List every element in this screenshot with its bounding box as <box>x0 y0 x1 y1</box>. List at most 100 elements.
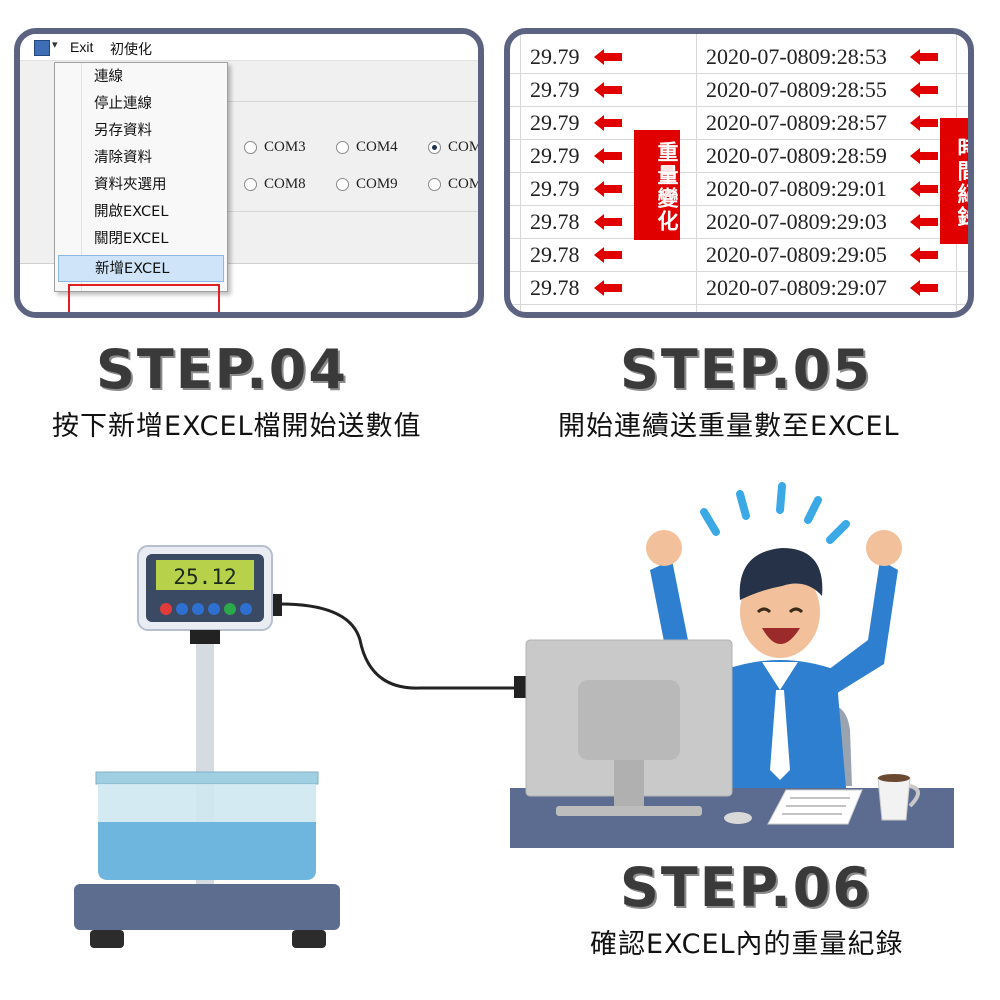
sheet-row: 29.79 2020-07-0809:28:57 <box>510 106 968 140</box>
menu-item-connect[interactable]: 連線 <box>94 69 123 85</box>
divider <box>210 211 478 212</box>
step5-title: STEP.05 <box>620 338 872 401</box>
radio-button[interactable] <box>244 141 257 154</box>
excel-sheet-screenshot: 29.79 2020-07-0809:28:53 29.79 2020-07-0809… <box>504 28 974 318</box>
red-arrow-icon <box>910 214 938 230</box>
chevron-down-icon[interactable]: ▾ <box>52 38 58 51</box>
red-arrow-icon <box>910 49 938 65</box>
red-arrow-icon <box>910 115 938 131</box>
step6-title: STEP.06 <box>620 856 872 919</box>
cable <box>279 602 520 690</box>
radio-label: COM <box>448 139 483 155</box>
timestamp-cell: 2020-07-0809:28:59 <box>706 143 887 168</box>
radio-label: COM3 <box>264 139 306 155</box>
menu-item-clear-data[interactable]: 清除資料 <box>94 150 152 166</box>
scale-display-value: 25.12 <box>173 565 236 589</box>
red-arrow-icon <box>910 181 938 197</box>
timestamp-cell: 2020-07-0809:28:57 <box>706 110 887 135</box>
water-tank <box>95 771 319 880</box>
red-arrow-icon <box>910 148 938 164</box>
timestamp-cell: 2020-07-0809:29:03 <box>706 209 887 234</box>
app-window-screenshot: ▾ Exit 初使化 2 COM3 COM4 COM 7 COM8 COM9 C… <box>14 28 484 318</box>
timestamp-cell: 2020-07-0809:29:05 <box>706 242 887 267</box>
sheet-row: 29.79 2020-07-0809:28:59 <box>510 139 968 173</box>
radio-com4[interactable]: COM4 <box>336 139 398 156</box>
app-icon[interactable] <box>34 40 50 56</box>
step5-desc: 開始連續送重量數至EXCEL <box>558 411 900 442</box>
pole-mount <box>190 630 220 644</box>
timestamp-cell: 2020-07-0809:28:55 <box>706 77 887 102</box>
weight-cell: 29.79 <box>530 44 580 69</box>
menu-item-stop-connect[interactable]: 停止連線 <box>94 96 152 112</box>
step4-desc: 按下新增EXCEL檔開始送數值 <box>52 411 422 442</box>
weight-cell: 29.79 <box>530 110 580 135</box>
menu-bar: ▾ Exit 初使化 <box>20 34 478 61</box>
red-arrow-icon <box>910 280 938 296</box>
menu-item-save-as[interactable]: 另存資料 <box>94 123 152 139</box>
weight-change-tag: 重量變化 <box>634 130 680 240</box>
red-arrow-icon <box>594 148 622 164</box>
radio-com-selected[interactable]: COM <box>428 139 483 156</box>
weight-cell: 29.78 <box>530 242 580 267</box>
grid-line <box>696 34 697 312</box>
time-record-tag: 時間紀錄 <box>940 118 968 244</box>
scale-foot <box>292 930 326 948</box>
red-arrow-icon <box>594 181 622 197</box>
radio-button[interactable] <box>428 178 441 191</box>
weight-cell: 29.79 <box>530 77 580 102</box>
radio-label: COM <box>448 176 483 192</box>
sheet-row: 29.78 2020-07-0809:29:05 <box>510 238 968 272</box>
radio-button-selected[interactable] <box>428 141 441 154</box>
radio-button[interactable] <box>336 141 349 154</box>
weight-cell: 29.78 <box>530 209 580 234</box>
red-arrow-icon <box>594 115 622 131</box>
red-arrow-icon <box>594 247 622 263</box>
cable-plug <box>272 594 282 616</box>
menu-exit[interactable]: Exit <box>70 39 94 55</box>
scale-platform <box>74 884 340 930</box>
sheet-row: 29.79 2020-07-0809:29:01 <box>510 172 968 206</box>
timestamp-cell: 2020-07-0809:29:01 <box>706 176 887 201</box>
cable-plug <box>514 676 526 698</box>
sheet-row: 29.79 2020-07-0809:28:53 <box>510 40 968 74</box>
radio-com3[interactable]: COM3 <box>244 139 306 156</box>
menu-item-new-excel[interactable]: 新增EXCEL <box>58 255 224 282</box>
coffee-mug <box>877 774 920 821</box>
menu-gutter <box>81 63 82 291</box>
radio-label: COM9 <box>356 176 398 192</box>
weight-cell: 29.79 <box>530 143 580 168</box>
red-arrow-icon <box>594 82 622 98</box>
weight-cell: 29.78 <box>530 275 580 300</box>
menu-item-open-excel[interactable]: 開啟EXCEL <box>94 204 169 220</box>
timestamp-cell: 2020-07-0809:29:07 <box>706 275 887 300</box>
illustration: 25.12 <box>74 482 954 948</box>
paper <box>767 789 863 825</box>
radio-label: COM8 <box>264 176 306 192</box>
radio-button[interactable] <box>244 178 257 191</box>
sheet-row: 29.79 2020-07-0809:28:55 <box>510 73 968 107</box>
menu-item-folder-select[interactable]: 資料夾選用 <box>94 177 167 193</box>
red-arrow-icon <box>594 49 622 65</box>
step4-title: STEP.04 <box>96 338 348 401</box>
dropdown-menu: 連線 停止連線 另存資料 清除資料 資料夾選用 開啟EXCEL 關閉EXCEL … <box>54 62 228 292</box>
highlight-box <box>68 284 220 312</box>
radio-com[interactable]: COM <box>428 176 483 193</box>
step6-desc: 確認EXCEL內的重量紀錄 <box>590 929 904 960</box>
red-arrow-icon <box>910 247 938 263</box>
red-arrow-icon <box>910 82 938 98</box>
menu-init[interactable]: 初使化 <box>110 41 152 57</box>
sheet-row: 29.78 2020-07-0809:29:07 <box>510 271 968 305</box>
happy-man-figure <box>646 482 902 788</box>
mouse <box>724 812 752 824</box>
radio-com9[interactable]: COM9 <box>336 176 398 193</box>
radio-label: COM4 <box>356 139 398 155</box>
red-arrow-icon <box>594 280 622 296</box>
sheet-row: 29.78 2020-07-0809:29:03 <box>510 205 968 239</box>
menu-item-close-excel[interactable]: 關閉EXCEL <box>94 231 169 247</box>
weight-cell: 29.79 <box>530 176 580 201</box>
radio-button[interactable] <box>336 178 349 191</box>
monitor <box>525 639 733 816</box>
timestamp-cell: 2020-07-0809:28:53 <box>706 44 887 69</box>
grid-line <box>520 34 521 312</box>
radio-com8[interactable]: COM8 <box>244 176 306 193</box>
